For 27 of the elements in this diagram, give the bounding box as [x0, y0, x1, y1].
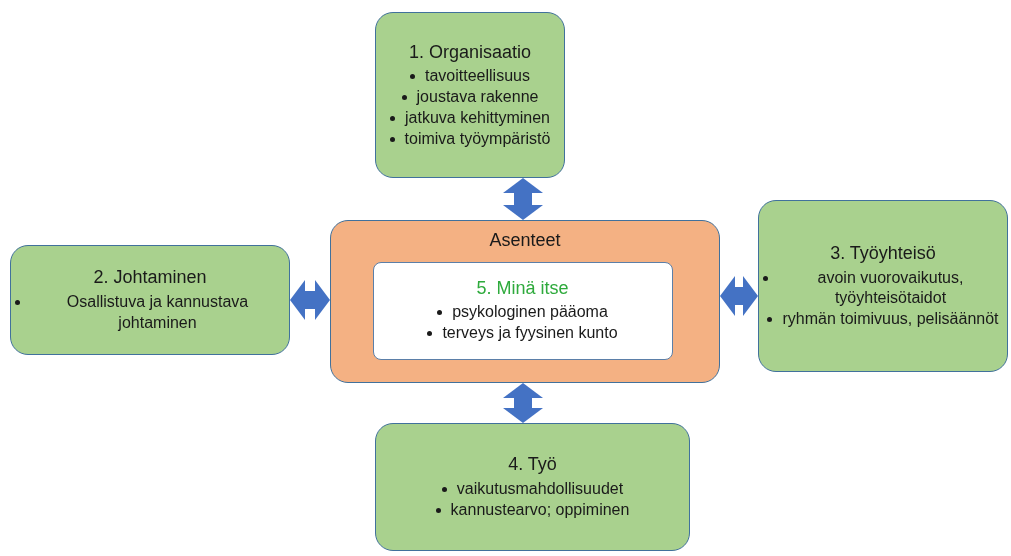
attitude-box — [330, 220, 720, 383]
box-heading: 1. Organisaatio — [408, 40, 532, 64]
bullet-item: ryhmän toimivuus, pelisäännöt — [782, 309, 999, 330]
core-box — [372, 261, 673, 360]
bullet-item: kannustearvo; oppiminen — [450, 499, 630, 520]
bullet-item: Osallistuva ja kannustava johtaminen — [65, 291, 250, 333]
double-arrow — [503, 178, 543, 220]
topic-box — [758, 200, 1008, 372]
bullet-item: avoin vuorovaikutus, työyhteisötaidot — [816, 267, 965, 309]
topic-box — [10, 245, 290, 355]
bullet-item: jatkuva kehittyminen — [405, 107, 550, 128]
topic-box — [375, 12, 565, 178]
double-arrow — [290, 280, 330, 320]
double-arrow — [720, 276, 758, 316]
box-heading: 4. Työ — [508, 453, 557, 476]
box-heading: Asenteet — [489, 229, 561, 252]
bullet-item: terveys ja fyysinen kunto — [442, 323, 618, 344]
box-heading: 5. Minä itse — [476, 276, 569, 300]
bullet-item: toimiva työympäristö — [404, 128, 551, 149]
bullet-item: tavoitteellisuus — [425, 66, 530, 87]
bullet-item: vaikutusmahdollisuudet — [456, 478, 624, 499]
bullet-item: joustava rakenne — [416, 86, 539, 107]
box-heading: 2. Johtaminen — [93, 266, 207, 289]
bullet-item: psykologinen pääoma — [452, 302, 608, 323]
box-heading: 3. Työyhteisö — [830, 242, 936, 265]
topic-box — [375, 423, 690, 551]
double-arrow — [503, 383, 543, 423]
